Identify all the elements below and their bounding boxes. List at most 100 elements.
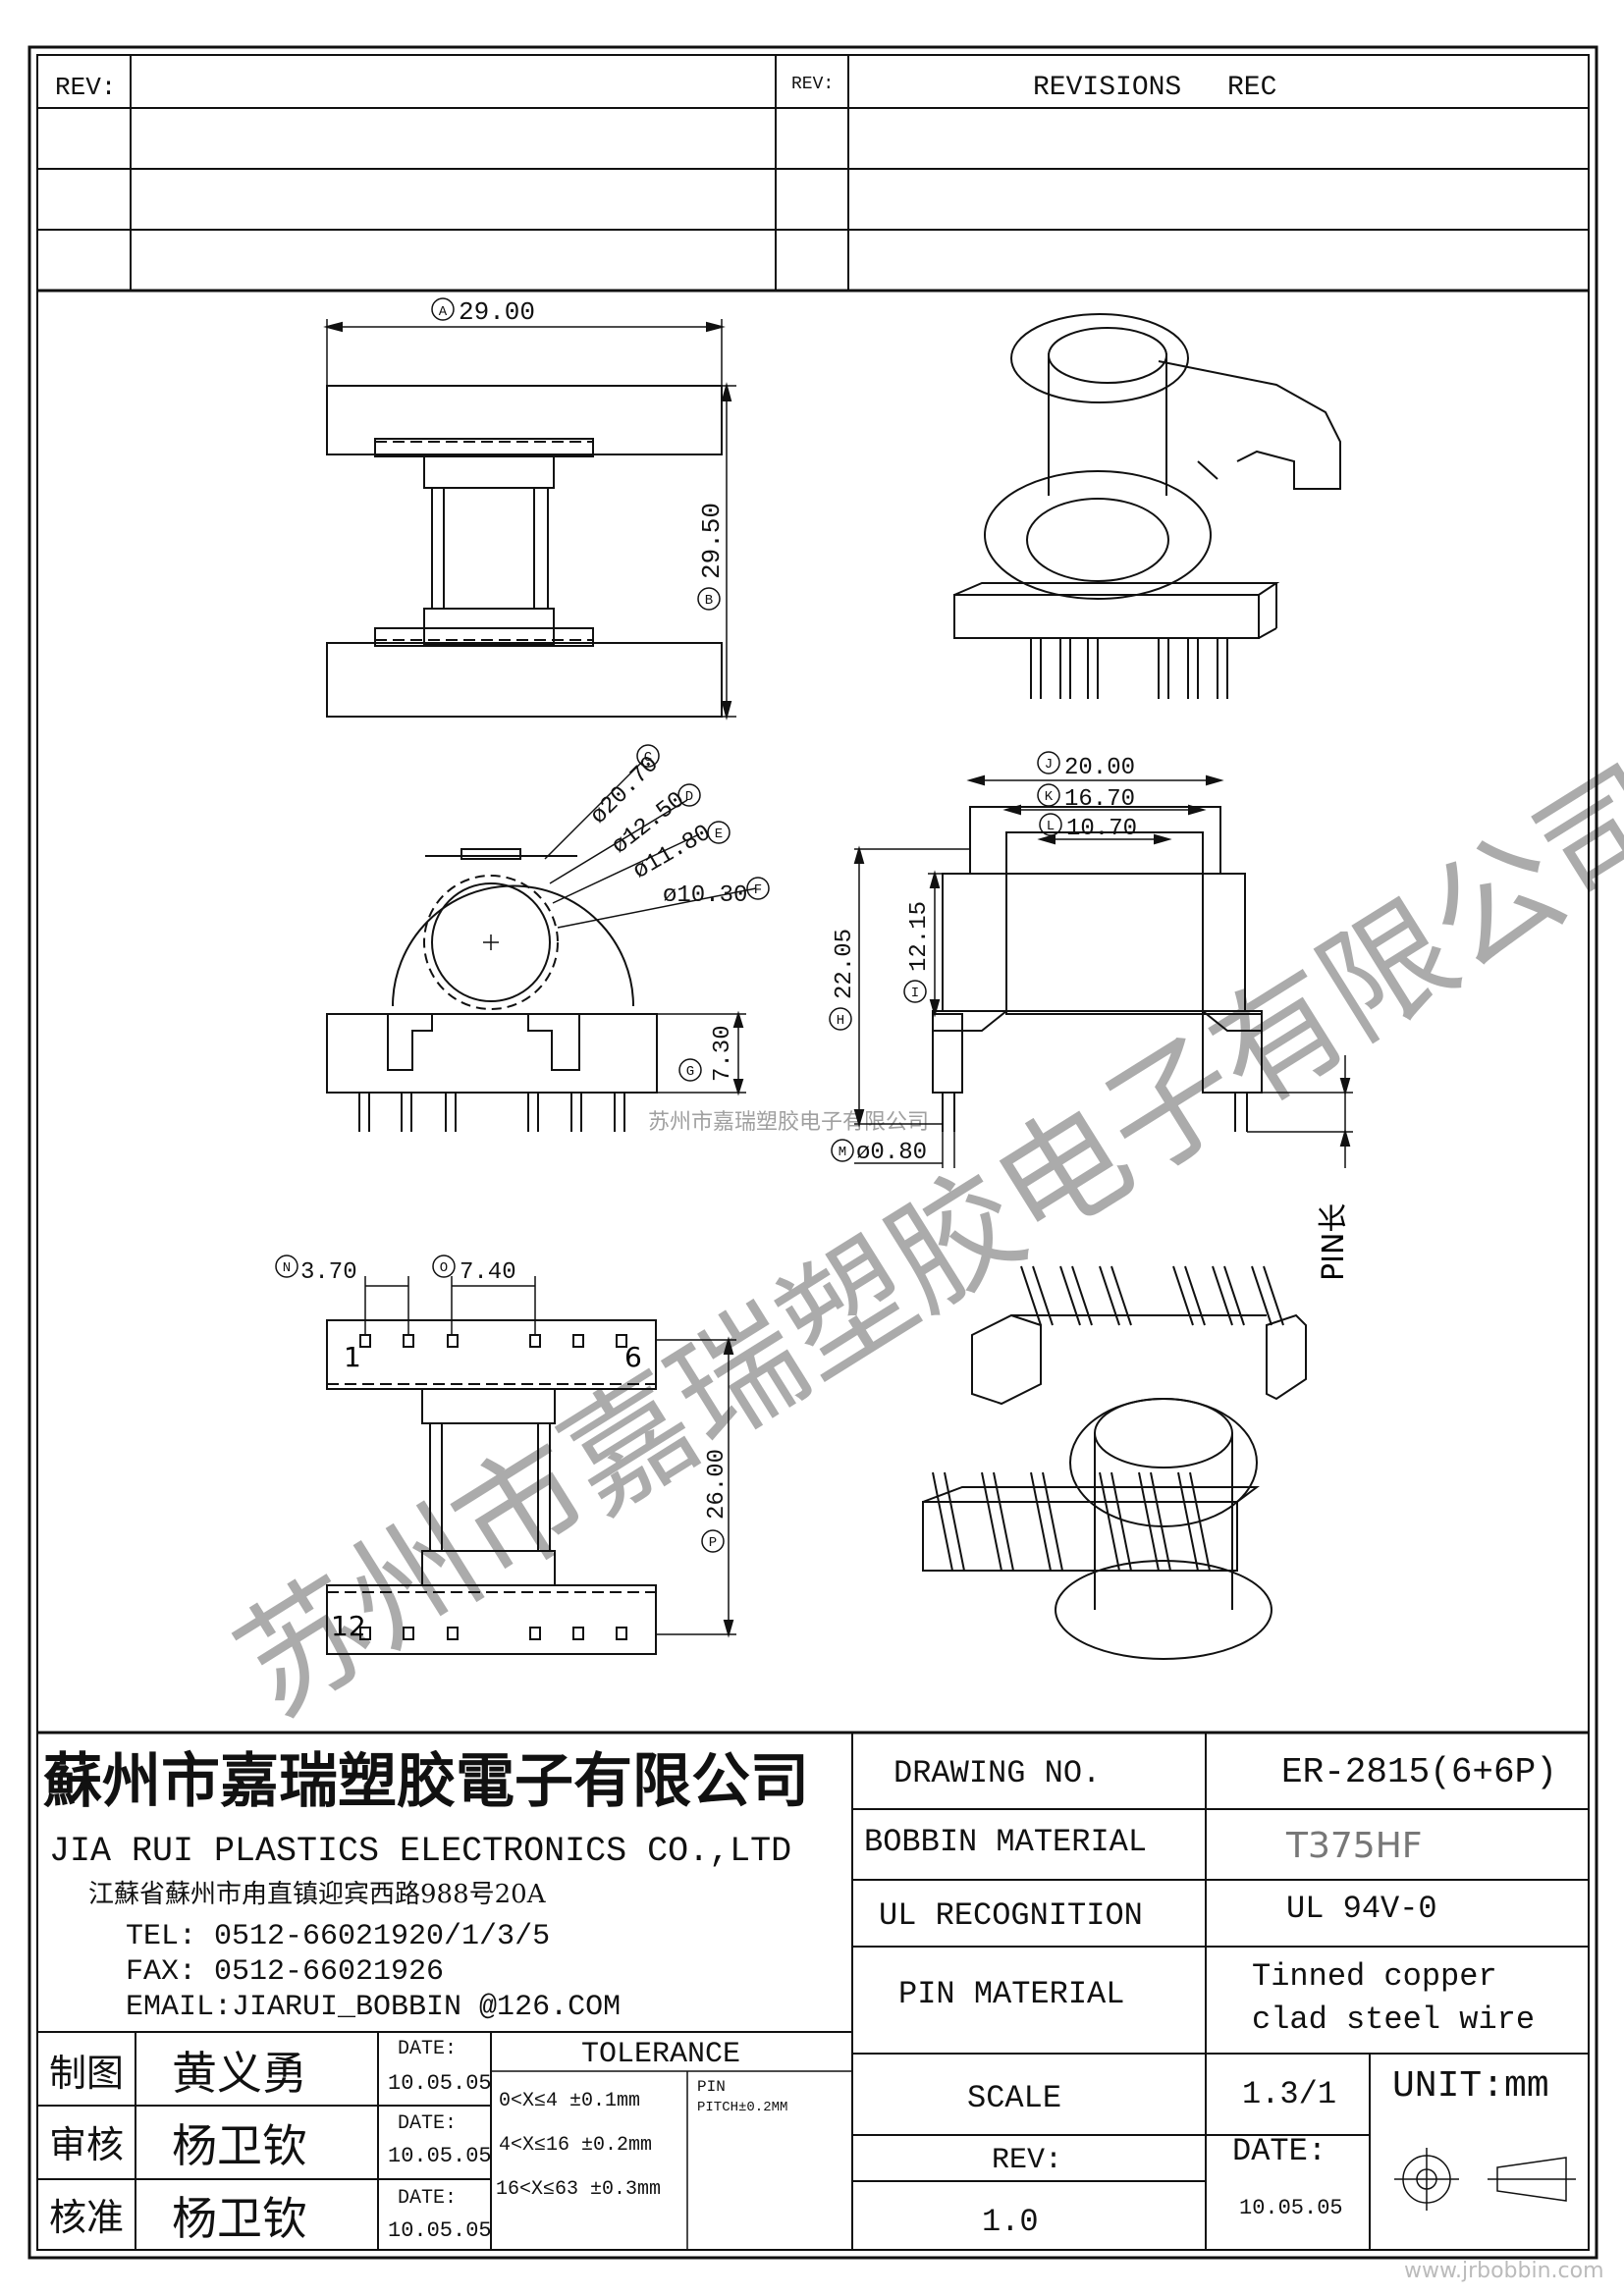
tolerance-pin-pitch: PITCH±0.2MM bbox=[697, 2100, 787, 2115]
dim-O-value: 7.40 bbox=[460, 1259, 516, 1286]
tolerance-pin-label: PIN bbox=[697, 2078, 726, 2096]
dim-B-value: 29.50 bbox=[697, 503, 727, 579]
approval-date-label: DATE: bbox=[398, 2187, 457, 2210]
approval-row-draft: 制图 黄义勇 DATE: 10.05.05 bbox=[49, 2038, 492, 2100]
approval-name: 杨卫钦 bbox=[172, 2119, 307, 2172]
svg-text:P: P bbox=[709, 1535, 717, 1551]
scale-label: SCALE bbox=[967, 2080, 1061, 2116]
scale-value: 1.3/1 bbox=[1242, 2076, 1336, 2112]
approval-date: 10.05.05 bbox=[388, 2218, 492, 2243]
approval-date: 10.05.05 bbox=[388, 2071, 492, 2096]
dim-M-value: ø0.80 bbox=[856, 1140, 927, 1166]
company-name-en: JIA RUI PLASTICS ELECTRONICS CO.,LTD bbox=[49, 1832, 791, 1871]
unit-label: UNIT:mm bbox=[1392, 2065, 1549, 2108]
dim-N: N 3.70 bbox=[275, 1255, 357, 1286]
svg-text:M: M bbox=[839, 1145, 846, 1160]
dim-L: L 10.70 bbox=[1039, 813, 1137, 842]
approval-date-label: DATE: bbox=[398, 2112, 457, 2135]
svg-text:K: K bbox=[1045, 789, 1054, 805]
dim-L-value: 10.70 bbox=[1066, 816, 1137, 842]
svg-text:I: I bbox=[911, 986, 919, 1001]
svg-text:F: F bbox=[754, 882, 762, 898]
dim-A: A 29.00 bbox=[431, 297, 535, 327]
company-name-cn: 蘇州市嘉瑞塑胶電子有限公司 bbox=[43, 1747, 809, 1816]
side-view bbox=[853, 774, 1353, 1168]
company-address: 江蘇省蘇州市甪直镇迎宾西路988号20A bbox=[88, 1880, 547, 1909]
rev-value: 1.0 bbox=[982, 2204, 1039, 2240]
dim-J-value: 20.00 bbox=[1064, 755, 1135, 781]
approval-row-check: 审核 杨卫钦 DATE: 10.05.05 bbox=[49, 2112, 492, 2172]
svg-text:H: H bbox=[837, 1013, 844, 1029]
dim-M: M ø0.80 bbox=[831, 1139, 927, 1166]
dim-H-value: 22.05 bbox=[832, 929, 858, 999]
dim-F: ø10.30 F bbox=[663, 877, 770, 909]
approval-row-approve: 核准 杨卫钦 DATE: 10.05.05 bbox=[49, 2187, 492, 2245]
dim-I-value: 12.15 bbox=[906, 901, 933, 972]
dim-N-value: 3.70 bbox=[300, 1259, 357, 1286]
pin-material-label: PIN MATERIAL bbox=[898, 1976, 1124, 2012]
dim-P: P 26.00 bbox=[701, 1449, 731, 1553]
company-fax: FAX: 0512-66021926 bbox=[126, 1955, 444, 1989]
svg-text:L: L bbox=[1047, 819, 1055, 834]
approval-name: 杨卫钦 bbox=[172, 2192, 307, 2245]
rev-label-right: REV: bbox=[791, 75, 834, 94]
drawing-no-label: DRAWING NO. bbox=[893, 1755, 1101, 1791]
dim-K-value: 16.70 bbox=[1064, 786, 1135, 813]
svg-text:J: J bbox=[1045, 757, 1053, 773]
tolerance-row-2: 4<X≤16 ±0.2mm bbox=[499, 2134, 652, 2157]
approval-date-label: DATE: bbox=[398, 2038, 457, 2060]
title-block bbox=[37, 1731, 1589, 2250]
pin-1-label: 1 bbox=[344, 1341, 361, 1373]
svg-text:N: N bbox=[283, 1260, 291, 1276]
approval-role: 制图 bbox=[49, 2052, 124, 2095]
company-email: EMAIL:JIARUI_BOBBIN @126.COM bbox=[126, 1991, 621, 2024]
pin-material-line1: Tinned copper bbox=[1252, 1958, 1497, 1995]
svg-text:E: E bbox=[715, 827, 723, 842]
company-tel: TEL: 0512-66021920/1/3/5 bbox=[126, 1920, 550, 1953]
svg-text:O: O bbox=[440, 1260, 448, 1276]
svg-text:B: B bbox=[705, 593, 713, 609]
date-label: DATE: bbox=[1232, 2133, 1326, 2169]
center-watermark: 苏州市嘉瑞塑胶电子有限公司 bbox=[648, 1110, 929, 1135]
rev-label-left: REV: bbox=[55, 73, 116, 102]
pin-12-label: 12 bbox=[331, 1610, 366, 1642]
revision-table: REV: REV: REVISIONS REC bbox=[37, 55, 1589, 293]
rev-label: REV: bbox=[992, 2144, 1062, 2177]
pin-6-label: 6 bbox=[624, 1341, 642, 1373]
svg-text:A: A bbox=[439, 304, 448, 320]
dim-O: O 7.40 bbox=[432, 1255, 516, 1286]
dim-A-value: 29.00 bbox=[459, 297, 535, 327]
dim-F-value: ø10.30 bbox=[663, 882, 747, 909]
bobbin-material-label: BOBBIN MATERIAL bbox=[864, 1824, 1147, 1860]
date-value: 10.05.05 bbox=[1239, 2196, 1343, 2220]
svg-text:D: D bbox=[685, 789, 693, 805]
svg-text:C: C bbox=[644, 750, 652, 766]
dim-I: I 12.15 bbox=[903, 901, 933, 1003]
iso-view-bottom bbox=[922, 1265, 1307, 1660]
rec-label: REC bbox=[1227, 73, 1276, 103]
dim-G-value: 7.30 bbox=[710, 1025, 736, 1082]
inner-border bbox=[36, 54, 1590, 2251]
footer-url-watermark: www.jrbobbin.com bbox=[1404, 2259, 1604, 2283]
front-view bbox=[326, 760, 757, 1132]
dim-K: K 16.70 bbox=[1037, 783, 1135, 813]
svg-text:G: G bbox=[686, 1064, 694, 1080]
pin-length-label: PIN长 bbox=[1317, 1203, 1351, 1281]
tolerance-row-3: 16<X≤63 ±0.3mm bbox=[496, 2178, 661, 2201]
pin-material-line2: clad steel wire bbox=[1252, 2002, 1535, 2038]
dim-J: J 20.00 bbox=[1037, 751, 1135, 781]
dim-P-value: 26.00 bbox=[704, 1449, 731, 1520]
dim-G: G 7.30 bbox=[678, 1025, 736, 1082]
approval-name: 黄义勇 bbox=[172, 2047, 307, 2100]
ul-recognition-value: UL 94V-0 bbox=[1286, 1891, 1437, 1927]
approval-date: 10.05.05 bbox=[388, 2144, 492, 2168]
bobbin-material-value: T375HF bbox=[1285, 1826, 1422, 1866]
approval-role: 审核 bbox=[49, 2123, 124, 2166]
dim-H: H 22.05 bbox=[829, 929, 858, 1031]
dim-B: B 29.50 bbox=[697, 503, 727, 611]
revisions-label: REVISIONS bbox=[1033, 73, 1181, 103]
ul-recognition-label: UL RECOGNITION bbox=[879, 1897, 1143, 1934]
iso-view-top bbox=[953, 313, 1341, 699]
outer-border bbox=[27, 45, 1598, 2260]
